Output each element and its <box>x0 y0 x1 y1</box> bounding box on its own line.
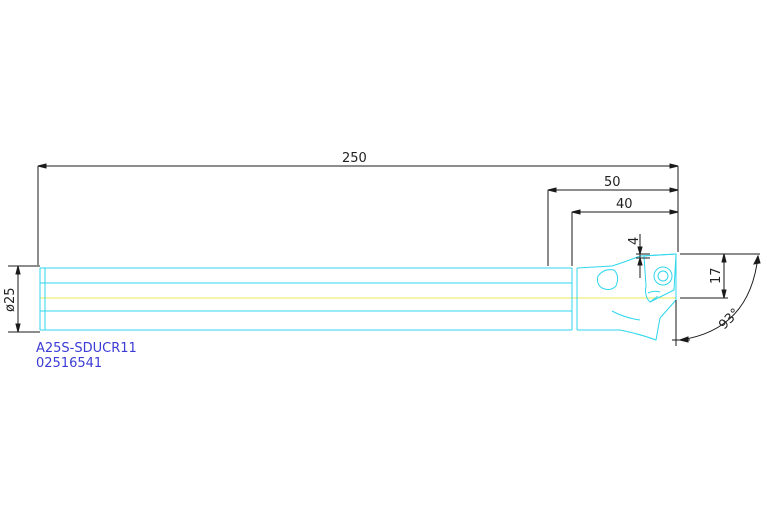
dimension-lines <box>8 163 761 346</box>
code-label: 02516541 <box>36 356 103 371</box>
model-label: A25S-SDUCR11 <box>36 341 137 356</box>
tool-outline <box>39 253 677 341</box>
dim-offset-small: 4 <box>627 237 642 245</box>
dim-offset-height: 17 <box>709 267 724 284</box>
dim-lead-angle: 93° <box>716 306 743 333</box>
dim-head-length-outer: 50 <box>604 175 621 190</box>
dim-shank-diameter: ø25 <box>3 288 18 313</box>
dim-overall-length: 250 <box>342 151 367 166</box>
dim-head-length-inner: 40 <box>616 197 633 212</box>
